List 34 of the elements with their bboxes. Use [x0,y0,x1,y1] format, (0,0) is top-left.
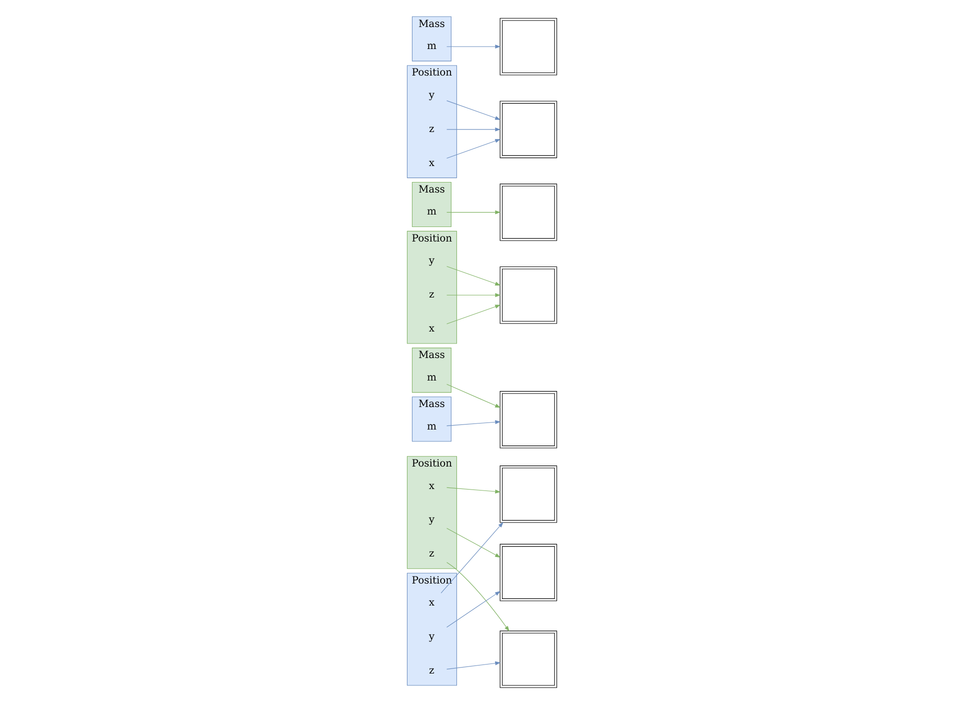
arrow [446,210,500,214]
arrow [446,420,500,426]
node-text: y [428,514,434,526]
node-text: x [428,158,434,169]
arrow [446,487,500,494]
arrow [446,139,500,158]
node-text: z [428,124,434,135]
arrow [446,590,500,628]
node-text: x [428,323,434,334]
arrow [446,266,500,286]
arrow [446,128,500,132]
arrow [440,522,503,594]
arrow [446,100,500,120]
arrow [446,661,500,670]
node-text: m [426,206,436,218]
node-text: m [426,421,436,432]
arrow [446,384,500,408]
arrow [446,528,500,558]
arrow [446,293,500,298]
node-text: z [428,548,434,560]
node-text: x [428,480,434,492]
arrow [446,304,500,324]
node-picture [499,100,557,158]
node-text: y [428,90,434,101]
node-picture [499,544,557,602]
node-text: z [428,290,434,301]
node-text: m [426,372,436,384]
node-text: y [428,631,434,642]
arrow [446,44,500,49]
node-text: z [428,665,434,676]
node-text: y [428,256,434,267]
node-text: x [428,598,434,609]
node-text: m [426,41,436,52]
arrow [446,562,509,632]
